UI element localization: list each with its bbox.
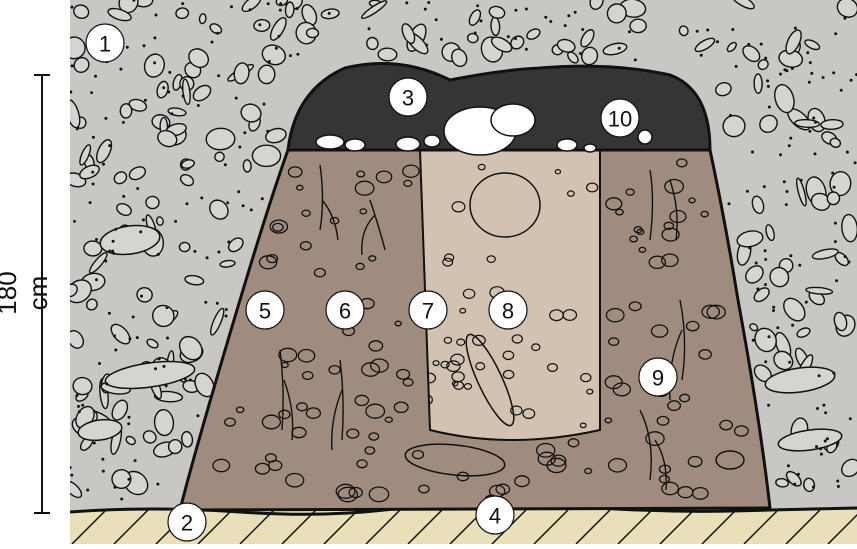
label-4: 4: [476, 496, 514, 534]
label-9: 9: [639, 358, 677, 396]
svg-text:5: 5: [259, 299, 271, 324]
svg-text:4: 4: [489, 504, 501, 529]
label-8: 8: [489, 291, 527, 329]
svg-text:2: 2: [181, 511, 193, 536]
label-3: 3: [389, 78, 427, 116]
label-5: 5: [246, 291, 284, 329]
svg-text:6: 6: [339, 299, 351, 324]
label-7: 7: [409, 291, 447, 329]
section-drawing: 1 2 3 4 5 6 7 8 9 10: [70, 0, 857, 544]
label-2: 2: [168, 503, 206, 541]
svg-text:8: 8: [502, 299, 514, 324]
svg-text:9: 9: [652, 366, 664, 391]
svg-text:3: 3: [402, 86, 414, 111]
depth-scale: 180 cm: [0, 0, 70, 544]
svg-text:1: 1: [99, 32, 111, 57]
svg-text:10: 10: [608, 107, 632, 132]
label-10: 10: [601, 99, 639, 137]
soil-cross-section: 1 2 3 4 5 6 7 8 9 10: [70, 0, 857, 544]
scale-label: 180 cm: [0, 258, 54, 328]
svg-text:7: 7: [422, 299, 434, 324]
label-6: 6: [326, 291, 364, 329]
label-1: 1: [86, 24, 124, 62]
